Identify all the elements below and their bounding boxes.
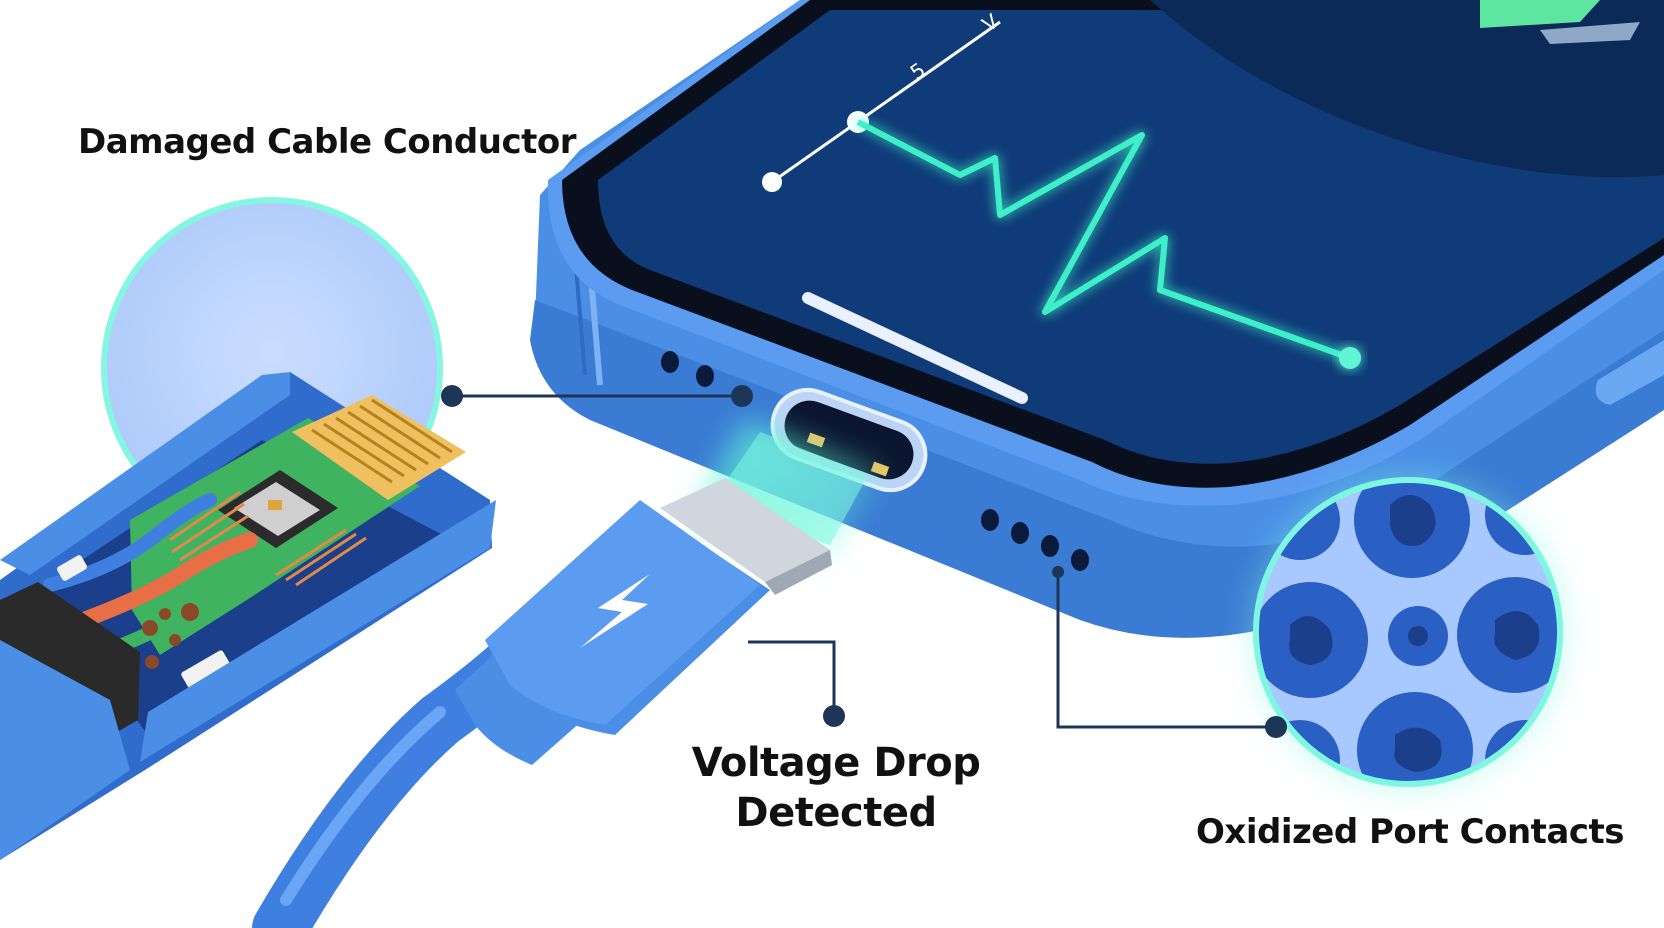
callout-line-voltage (748, 640, 836, 716)
smartphone (530, 0, 1664, 638)
graph-axis-line (771, 20, 1001, 184)
smd-component (181, 650, 231, 690)
label-voltage-line-1: Voltage Drop (691, 740, 981, 786)
callout-dots (441, 385, 1287, 738)
corrosion-spots (142, 603, 199, 669)
connector-metal-tip (660, 478, 830, 582)
battery-indicator-icon (1480, 0, 1640, 44)
cutaway-housing-wall-right (140, 500, 496, 762)
label-oxidized-port-contacts: Oxidized Port Contacts (1196, 812, 1625, 852)
oxidation-blobs (1289, 495, 1540, 772)
screen-dark-disc (1150, 0, 1664, 178)
voltage-graph: 5 V (762, 9, 1361, 369)
blue-wire (43, 493, 217, 592)
copper-traces (169, 490, 367, 587)
home-indicator-bar (802, 292, 1028, 404)
callout-lines (452, 394, 1276, 729)
lightning-contact-pad (292, 395, 466, 500)
callout-dot-voltage (823, 705, 845, 727)
callout-dot-port-start (1052, 566, 1064, 578)
callout-line-port (1056, 570, 1276, 729)
charging-port (770, 387, 928, 493)
voltage-pulse-endpoint (1339, 347, 1361, 369)
voltage-pulse-line (856, 119, 1352, 361)
cable-outer-jacket (0, 640, 130, 860)
oxidized-port-magnifier (1248, 472, 1568, 792)
cable-wire-highlight (280, 706, 446, 906)
orange-wire (62, 532, 258, 633)
connector-metal-tip-shade (765, 550, 832, 595)
side-button (1595, 340, 1664, 405)
port-contact (870, 461, 890, 477)
label-voltage-line-2: Detected (735, 790, 937, 836)
cutaway-housing-wall-left (0, 372, 290, 575)
lightning-bolt-icon (580, 574, 650, 648)
speaker-grille-right (981, 509, 1089, 571)
controller-chip (218, 470, 338, 548)
callout-dot-cable-start (441, 385, 463, 407)
usb-c-cable (252, 420, 880, 928)
smd-component (56, 555, 88, 581)
callout-dot-cable-end (731, 385, 753, 407)
callout-dot-port (1265, 716, 1287, 738)
damaged-cable-cutaway (0, 197, 496, 860)
graph-axis-node (762, 172, 782, 192)
label-voltage-drop: Voltage Drop Detected (660, 738, 1012, 838)
label-damaged-cable-conductor: Damaged Cable Conductor (78, 122, 577, 162)
port-contact (806, 432, 826, 448)
speaker-grille-left (661, 351, 714, 387)
